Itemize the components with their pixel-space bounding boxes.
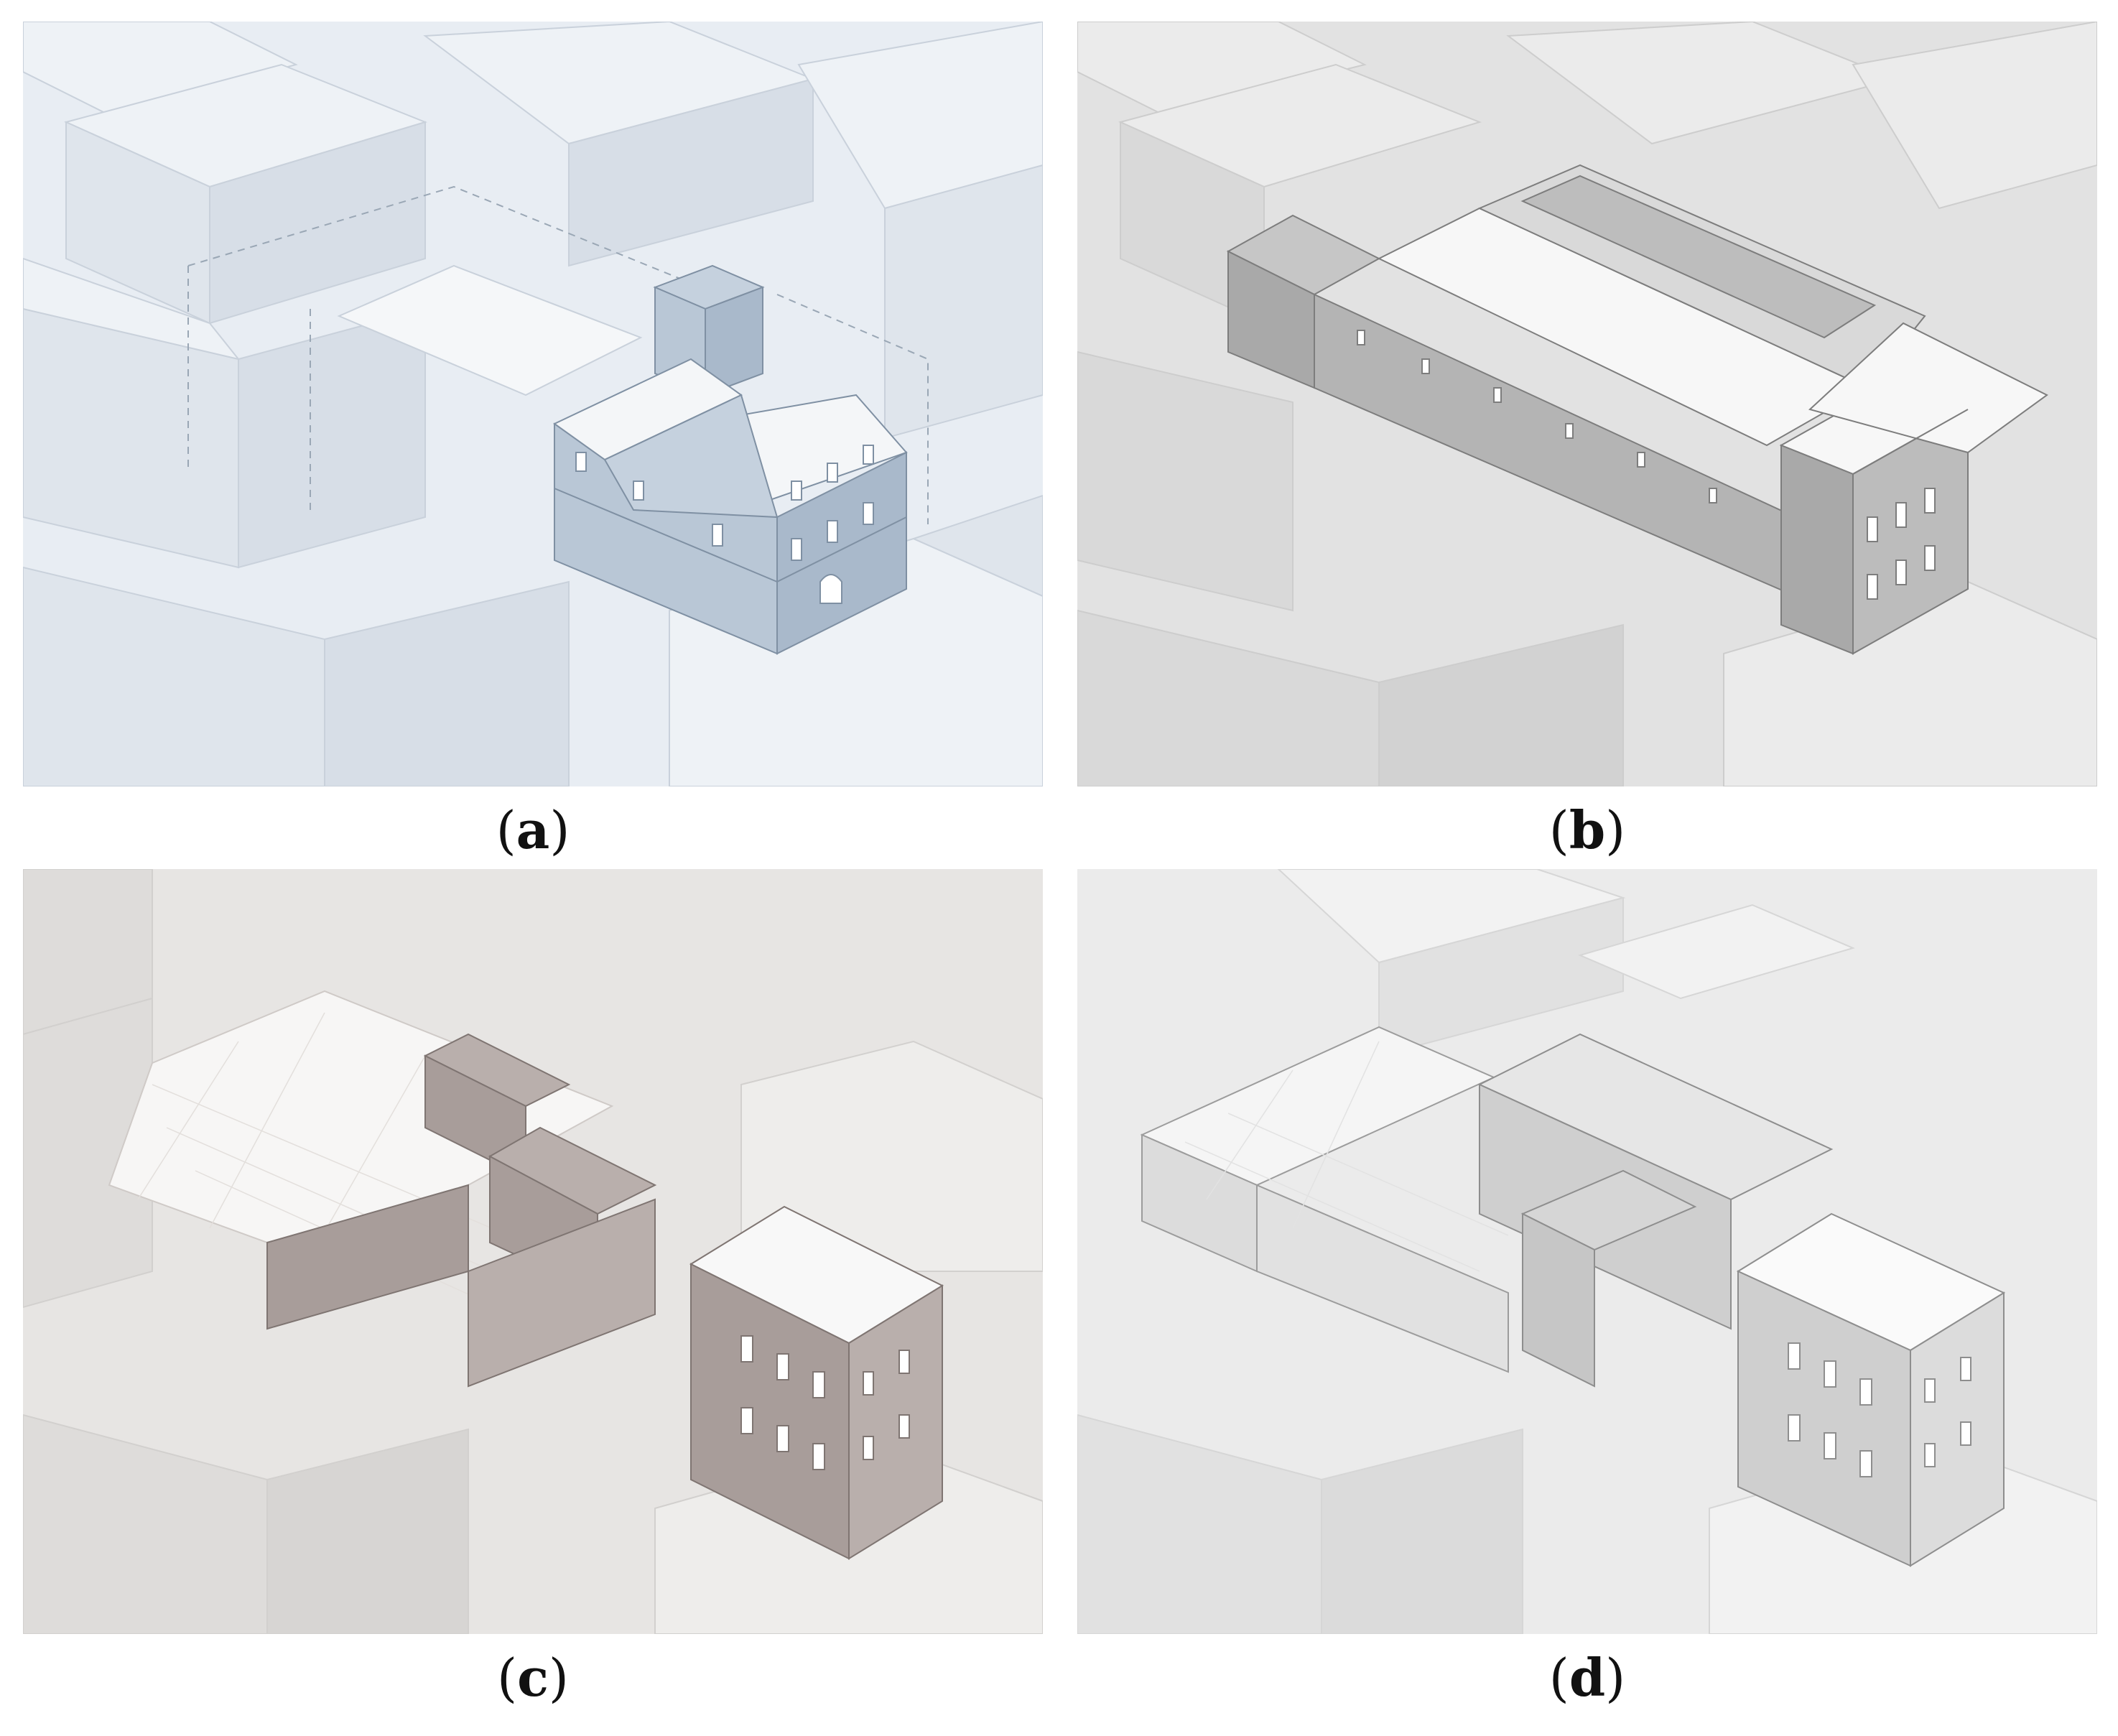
panel-d-label: d [1569, 1647, 1606, 1708]
windows [575, 445, 874, 604]
grid-lines [1184, 1041, 1509, 1272]
panel-a-caption: (a) [496, 799, 570, 860]
panel-a-label: a [516, 799, 550, 860]
context-blocks [1077, 22, 2097, 786]
windows [1357, 330, 1936, 600]
courtyard [337, 264, 643, 396]
panel-b-drawing [1077, 22, 2097, 786]
main-building [266, 1033, 944, 1560]
panel-c-caption: (c) [496, 1647, 570, 1708]
panel-b-label: b [1569, 799, 1606, 860]
main-building [1226, 164, 2048, 655]
panel-b-caption: (b) [1548, 799, 1626, 860]
panel-c-drawing [23, 869, 1043, 1634]
windows [1788, 1342, 1971, 1477]
panel-d-axonometric-view [1077, 869, 2097, 1634]
context-blocks [23, 22, 1043, 786]
main-building [1477, 1033, 2006, 1567]
panel-a-axonometric-view [23, 22, 1043, 786]
panel-c-label: c [517, 1647, 549, 1708]
panel-d-drawing [1077, 869, 2097, 1634]
panel-a-drawing [23, 22, 1043, 786]
panel-d-caption: (d) [1548, 1647, 1626, 1708]
panel-b-axonometric-view [1077, 22, 2097, 786]
dashed-outlines [187, 185, 929, 524]
windows [740, 1335, 910, 1470]
panel-c-axonometric-view [23, 869, 1043, 1634]
